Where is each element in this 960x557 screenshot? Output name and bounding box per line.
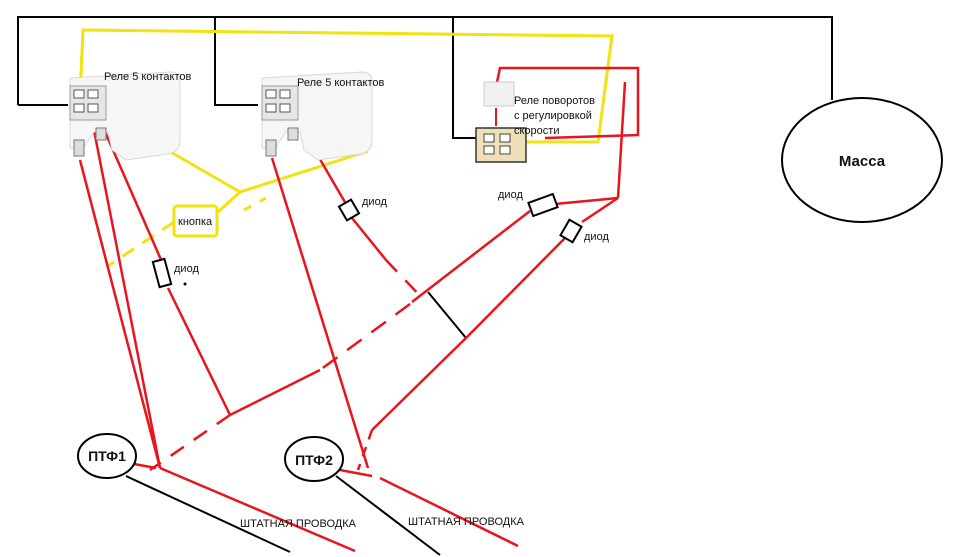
stock-wiring-label-2: ШТАТНАЯ ПРОВОДКА bbox=[408, 516, 525, 528]
button-label: кнопка bbox=[178, 216, 213, 228]
red-relay1-mid bbox=[97, 117, 164, 263]
ptf-2: ПТФ2 bbox=[284, 436, 344, 482]
relay-1-pin-d bbox=[87, 103, 99, 113]
ptf-1: ПТФ1 bbox=[77, 433, 137, 479]
turn-relay-pin-b bbox=[499, 133, 511, 143]
diode-label-2: диод bbox=[362, 196, 387, 208]
turn-relay-label-3: скорости bbox=[514, 125, 559, 137]
diode-2 bbox=[337, 198, 361, 222]
relay-1-pin-e bbox=[73, 139, 85, 157]
black-bus-wire bbox=[17, 16, 833, 105]
red-diag-lower bbox=[229, 368, 321, 417]
red-diode-right-lower bbox=[467, 236, 567, 337]
diode-3 bbox=[527, 192, 559, 218]
turn-relay-pin-d bbox=[499, 145, 511, 155]
button-box bbox=[172, 204, 219, 238]
red-turnrelay-loop bbox=[495, 66, 640, 140]
red-right-lower bbox=[371, 335, 469, 431]
yellow-wire-to-button bbox=[216, 190, 242, 214]
relay-2-pin-f bbox=[287, 127, 299, 141]
red-diode-right-branch bbox=[581, 196, 619, 224]
turn-relay-label-2: с регулировкой bbox=[514, 110, 592, 122]
diode-label-1: диод bbox=[174, 263, 199, 275]
black-wires bbox=[17, 16, 833, 556]
turn-relay-label-1: Реле поворотов bbox=[514, 95, 595, 107]
red-relay1-mid-lower bbox=[166, 287, 232, 416]
relay-2-pin-a bbox=[265, 89, 277, 99]
black-crossbar bbox=[427, 291, 467, 339]
red-stock-left bbox=[159, 466, 356, 553]
relay-1-pin-a bbox=[73, 89, 85, 99]
ptf-1-circle bbox=[77, 433, 137, 479]
relay-1-pin-b bbox=[87, 89, 99, 99]
red-diode-mid-lower bbox=[411, 210, 531, 303]
diode-4 bbox=[559, 218, 583, 244]
ptf-2-circle bbox=[284, 436, 344, 482]
relay-2-pin-e bbox=[265, 139, 277, 157]
yellow-top-loop bbox=[78, 28, 614, 144]
red-ptf2-tap bbox=[339, 468, 373, 478]
turn-relay: Реле поворотов с регулировкой скорости bbox=[475, 81, 595, 163]
relay-2-pin-d bbox=[279, 103, 291, 113]
stock-wiring-label-1: ШТАТНАЯ ПРОВОДКА bbox=[240, 518, 357, 530]
red-relay1-right bbox=[90, 119, 162, 469]
turn-relay-pin-a bbox=[483, 133, 495, 143]
dot-marker bbox=[183, 282, 187, 286]
red-right-lower-dash bbox=[356, 429, 374, 471]
red-diag-lower-dash bbox=[149, 413, 231, 472]
red-wires bbox=[78, 66, 640, 553]
red-relay2-mid-lower bbox=[351, 217, 387, 261]
black-wire-ptf2 bbox=[335, 475, 441, 556]
red-relay2-mid-dash bbox=[385, 259, 425, 301]
ground-node: Масса bbox=[781, 97, 943, 223]
red-diode-mid-upper bbox=[554, 196, 619, 206]
relay-2-label: Реле 5 контактов bbox=[297, 77, 385, 89]
diode-label-3: диод bbox=[498, 189, 523, 201]
diodes bbox=[151, 192, 583, 289]
black-wire-turnrelay bbox=[452, 17, 478, 139]
relay-2-pin-c bbox=[265, 103, 277, 113]
diode-1 bbox=[151, 257, 173, 289]
turn-relay-pin-c bbox=[483, 145, 495, 155]
relay-2-pin-b bbox=[279, 89, 291, 99]
red-relay2-left bbox=[270, 157, 370, 469]
ground-label: Масса bbox=[839, 153, 886, 170]
yellow-wire-dashed-left bbox=[107, 220, 175, 268]
relay-1-pin-c bbox=[73, 103, 85, 113]
ptf-1-label: ПТФ1 bbox=[88, 448, 126, 464]
ground-circle bbox=[781, 97, 943, 223]
relay-1-label: Реле 5 контактов bbox=[104, 71, 192, 83]
red-turnrelay-down bbox=[616, 81, 627, 199]
ptf-2-label: ПТФ2 bbox=[295, 452, 333, 468]
red-stock-right bbox=[379, 476, 519, 548]
black-wire-ptf1 bbox=[125, 475, 291, 553]
red-relay1-left bbox=[78, 159, 162, 469]
black-wire-relay2 bbox=[214, 17, 258, 106]
relay-2: Реле 5 контактов bbox=[261, 71, 385, 161]
turn-relay-top bbox=[483, 81, 515, 107]
yellow-wire-dashed-right bbox=[243, 196, 267, 212]
diode-label-4: диод bbox=[584, 231, 609, 243]
relay-1: Реле 5 контактов bbox=[69, 71, 192, 161]
relay-1-pin-f bbox=[95, 127, 107, 141]
red-ptf1-tap bbox=[133, 462, 157, 470]
